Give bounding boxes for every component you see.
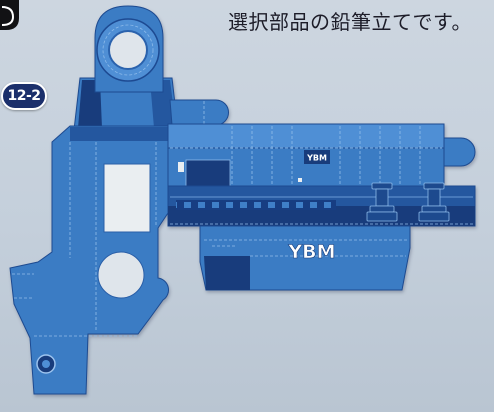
small-logo-box [304, 150, 330, 164]
barrel-bottom-band [168, 206, 475, 226]
lower-panel [199, 225, 411, 291]
pedestal-cap [371, 182, 393, 190]
small-logo: YBM [306, 154, 327, 163]
left-block-fold-lines [12, 142, 157, 337]
pedestal-right [418, 182, 450, 222]
barrel-fold-lines [170, 126, 442, 184]
step-badge-label: 12-2 [7, 88, 41, 104]
left-block-top-band [70, 127, 168, 141]
pencil-stand-template: YBM [9, 5, 476, 395]
crenellation-strip [176, 200, 336, 210]
pedestal-left [366, 182, 398, 222]
pedestal-plinth [418, 211, 450, 222]
lower-panel-dark-strip [204, 256, 250, 290]
pedestal-base [369, 205, 395, 213]
pedestal-shaft [375, 188, 389, 207]
barrel-indicator [178, 162, 184, 172]
ring-inner-line [102, 24, 154, 76]
barrel-end-tab [443, 137, 476, 167]
corner-tab-curve [1, 6, 15, 26]
barrel-marker [298, 178, 302, 182]
pedestal-cap [423, 182, 445, 190]
side-tab [169, 99, 229, 126]
pedestal-plinth [366, 211, 398, 222]
pedestal-shaft [427, 188, 441, 207]
ring-hole [108, 30, 148, 70]
small-ring-center [42, 360, 50, 368]
barrel-display-panel [185, 159, 231, 189]
caption: 選択部品の鉛筆立てです。 [228, 10, 472, 34]
circle-cutout [97, 251, 145, 299]
large-logo: YBM [287, 241, 335, 263]
step-badge: 12-2 [1, 82, 47, 110]
barrel-top-strip [167, 123, 445, 149]
pedestal-base [421, 205, 447, 213]
window-cutout [103, 163, 151, 233]
